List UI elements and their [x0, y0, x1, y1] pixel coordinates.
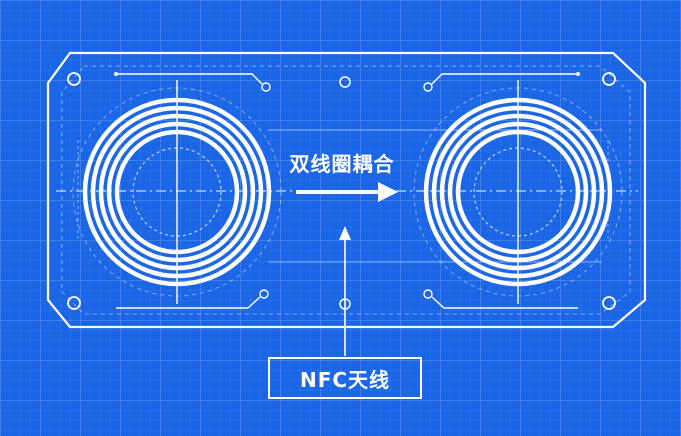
board-outline: [46, 51, 647, 329]
via-top-center: [339, 76, 351, 88]
nfc-antenna-label-box: NFC天线: [268, 357, 422, 399]
pad-dot: [576, 72, 580, 76]
trace-bottom-right: [431, 296, 578, 309]
coupling-arrow-head: [378, 182, 398, 202]
mounting-hole-bottom-left: [67, 296, 81, 310]
mounting-hole-top-left: [67, 72, 81, 86]
board-inner-outline: [61, 65, 631, 315]
via-trace-bottom-left: [259, 289, 269, 299]
right-coil: [413, 80, 623, 304]
mounting-hole-bottom-right: [602, 296, 616, 310]
mounting-hole-top-right: [602, 72, 616, 86]
via-trace-top-left: [261, 82, 271, 92]
trace-bottom-left: [116, 296, 261, 309]
trace-top-left: [116, 73, 263, 85]
via-trace-top-right: [423, 82, 433, 92]
left-coil: [72, 80, 282, 304]
pad-dot: [114, 72, 118, 76]
trace-top-right: [431, 73, 578, 85]
coil-core-outline: [473, 147, 563, 237]
nfc-antenna-label: NFC天线: [299, 367, 391, 392]
coil-core-outline: [132, 147, 222, 237]
via-trace-bottom-right: [423, 289, 433, 299]
pointer-arrow-head: [339, 226, 351, 240]
coupling-label: 双线圈耦合: [289, 152, 395, 176]
